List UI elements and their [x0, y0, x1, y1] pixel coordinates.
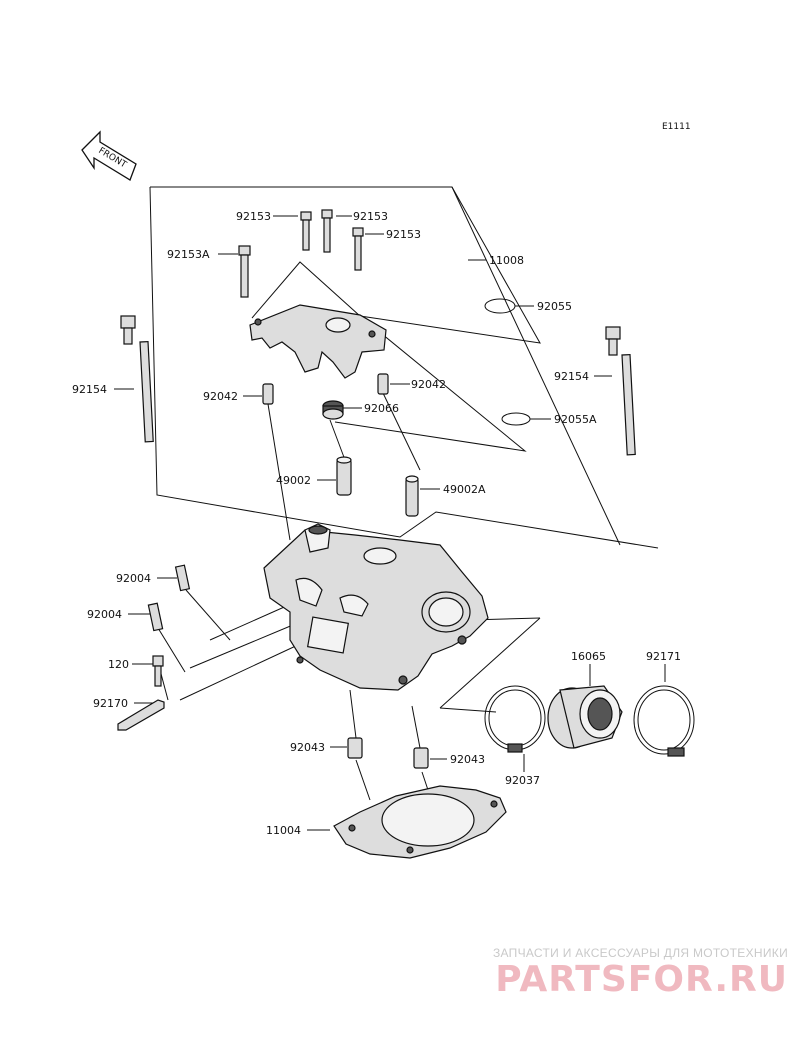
label-92153-b: 92153	[353, 210, 388, 223]
label-92066: 92066	[364, 402, 399, 415]
leader-lines	[114, 215, 666, 831]
o-ring-92055A	[501, 412, 531, 426]
dowel-92043-right	[413, 747, 429, 769]
label-92153-c: 92153	[386, 228, 421, 241]
diagram-ref: E1111	[662, 122, 691, 132]
label-92004-a: 92004	[116, 572, 151, 585]
dowel-92043-left	[347, 737, 363, 759]
label-49002: 49002	[276, 474, 311, 487]
label-49002A: 49002A	[443, 483, 486, 496]
intake-holder-16065	[547, 685, 623, 749]
dowel-92042-right	[377, 373, 389, 395]
label-92043-left: 92043	[290, 741, 325, 754]
watermark-logo: PARTSFOR.RU	[495, 959, 788, 1000]
clamp-92037	[484, 685, 546, 753]
head-gasket-11004	[333, 785, 507, 859]
label-92042-left: 92042	[203, 390, 238, 403]
watermark-caption: ЗАПЧАСТИ И АКСЕССУАРЫ ДЛЯ МОТОТЕХНИКИ	[492, 946, 788, 960]
watermark: ЗАПЧАСТИ И АКСЕССУАРЫ ДЛЯ МОТОТЕХНИКИ PA…	[478, 946, 788, 1000]
front-arrow-icon: FRONT	[81, 130, 137, 181]
label-92037: 92037	[505, 774, 540, 787]
label-92042-right: 92042	[411, 378, 446, 391]
bolt-92153-c	[352, 227, 364, 271]
label-92153-a: 92153	[236, 210, 271, 223]
label-92055: 92055	[537, 300, 572, 313]
label-92043-right: 92043	[450, 753, 485, 766]
dowel-92042-left	[262, 383, 274, 405]
clamp-92171	[633, 685, 695, 757]
guide-lines	[157, 392, 541, 801]
bolt-92153-b	[321, 209, 333, 253]
valve-guide-49002A	[405, 475, 419, 517]
stud-92154-right	[605, 326, 636, 456]
label-11004: 11004	[266, 824, 301, 837]
camshaft-cap	[249, 304, 387, 379]
label-92004-b: 92004	[87, 608, 122, 621]
bolt-92153-a	[300, 211, 312, 251]
assembly-outline	[149, 186, 659, 549]
label-92170: 92170	[93, 697, 128, 710]
stud-92004-a	[174, 564, 191, 592]
bolt-92153A	[238, 245, 251, 298]
stud-92154-left	[120, 315, 154, 443]
label-92055A: 92055A	[554, 413, 597, 426]
stud-92004-b	[147, 602, 164, 632]
bolt-120	[152, 655, 164, 687]
plug-92066	[322, 400, 344, 420]
o-ring-92055	[484, 298, 516, 314]
label-16065: 16065	[571, 650, 606, 663]
label-92154-left: 92154	[72, 383, 107, 396]
label-120: 120	[108, 658, 129, 671]
part-labels: 92153 92153 92153 92153A 11008 92055 921…	[72, 210, 681, 837]
bracket-92170	[117, 699, 165, 731]
cylinder-head	[263, 523, 489, 691]
label-92171: 92171	[646, 650, 681, 663]
label-11008: 11008	[489, 254, 524, 267]
label-92154-right: 92154	[554, 370, 589, 383]
valve-guide-49002	[336, 456, 352, 496]
label-92153A: 92153A	[167, 248, 210, 261]
